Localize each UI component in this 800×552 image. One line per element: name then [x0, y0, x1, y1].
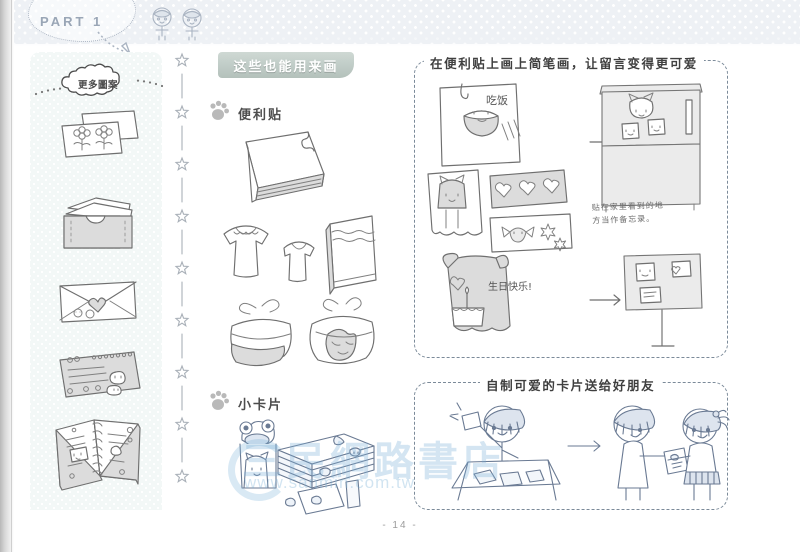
handwritten-line-2: 方当作备忘录。 — [592, 214, 656, 226]
sticky-note-panel-title: 在便利贴上画上简笔画，让留言变得更可爱 — [424, 53, 704, 72]
card-panel-title: 自制可爱的卡片送给好朋友 — [480, 375, 662, 394]
card-making-scene-illustration — [449, 402, 730, 501]
section-banner — [218, 52, 354, 78]
star-dash-divider — [174, 52, 190, 483]
paw-icon — [210, 390, 229, 410]
section-label-small-cards: 小卡片 — [238, 397, 284, 412]
handwritten-caption: 贴在家里看到的地 方当作备忘录。 — [592, 199, 665, 227]
more-patterns-cloud — [61, 63, 120, 96]
speech-bubble-tail-icon — [97, 31, 131, 55]
cloud-label: 更多圖案 — [77, 80, 118, 91]
sticky-note-scene-illustration: 吃饭 — [427, 83, 703, 347]
sidebar-item-flower-cards — [61, 110, 139, 158]
sidebar-item-open-notebook — [55, 419, 141, 491]
section-label-sticky-notes: 便利贴 — [238, 107, 284, 122]
page-number: - 14 - — [382, 520, 418, 531]
top-kids-illustration — [152, 7, 202, 41]
note-text-birthday: 生日快乐! — [488, 280, 532, 293]
cloud-dots-left-icon — [34, 87, 62, 96]
note-text-1: 吃饭 — [486, 94, 508, 107]
top-band-fade — [14, 36, 800, 46]
card-samples-illustration — [239, 419, 375, 515]
cloud-dots-right-icon — [136, 79, 164, 88]
sidebar-item-card-folder — [63, 197, 133, 249]
section-banner-label: 这些也能用来画 — [233, 59, 339, 74]
sidebar-item-letter-paper — [59, 351, 141, 398]
binding-rule — [11, 0, 12, 552]
sidebar-item-heart-envelope — [59, 281, 137, 323]
paw-icon — [210, 100, 229, 120]
part-label: PART 1 — [40, 14, 104, 29]
book-binding-edge — [0, 0, 14, 552]
sticky-note-samples-illustration — [223, 131, 377, 367]
